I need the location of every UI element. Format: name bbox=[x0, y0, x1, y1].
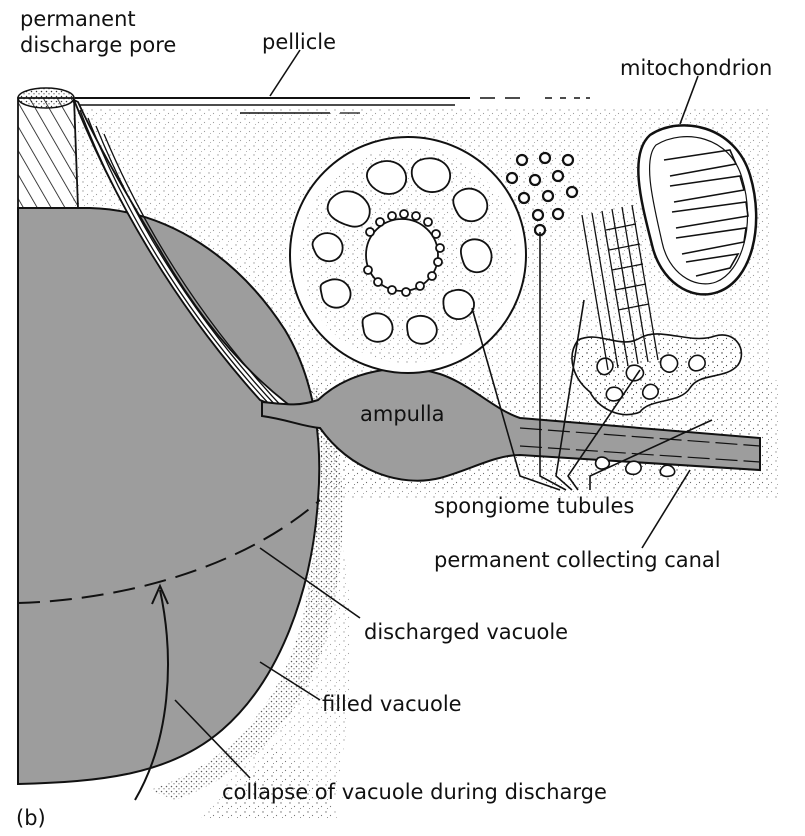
panel-label: (b) bbox=[16, 806, 46, 830]
label-filled-vacuole: filled vacuole bbox=[322, 692, 462, 716]
label-mitochondrion: mitochondrion bbox=[620, 56, 772, 80]
cross-section bbox=[290, 137, 526, 373]
label-collapse: collapse of vacuole during discharge bbox=[222, 780, 607, 804]
label-spongiome-tubules: spongiome tubules bbox=[434, 494, 634, 518]
label-discharge-pore: permanent discharge pore bbox=[20, 6, 176, 58]
label-discharged-vacuole: discharged vacuole bbox=[364, 620, 568, 644]
label-pellicle: pellicle bbox=[262, 30, 336, 54]
discharge-pore bbox=[18, 88, 78, 208]
label-ampulla: ampulla bbox=[360, 402, 445, 426]
label-collecting-canal: permanent collecting canal bbox=[434, 548, 721, 572]
